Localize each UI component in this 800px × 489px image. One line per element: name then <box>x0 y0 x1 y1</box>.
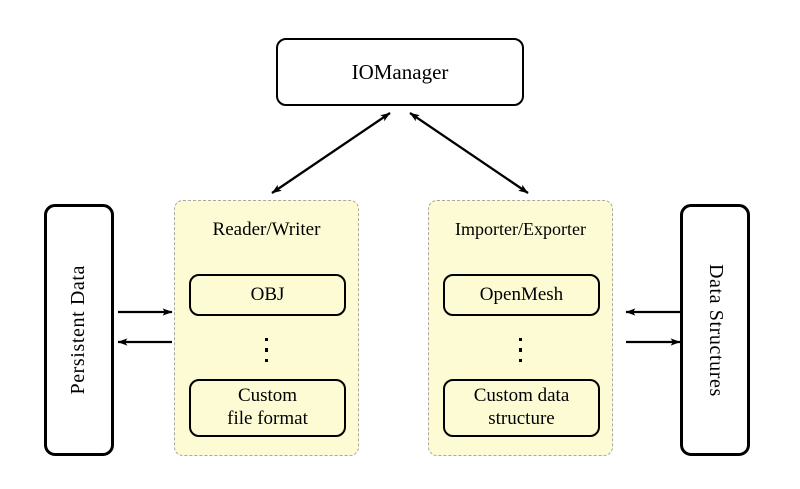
io-manager-node[interactable]: IOManager <box>276 38 524 106</box>
reader-writer-group[interactable]: Reader/Writer OBJ Custom file format <box>174 200 359 456</box>
importer-exporter-group[interactable]: Importer/Exporter OpenMesh Custom data s… <box>428 200 613 456</box>
custom-file-format-label: Custom file format <box>227 385 308 431</box>
custom-file-format-line2: file format <box>227 408 308 429</box>
arrow-manager-importer-exporter <box>409 112 529 194</box>
obj-node[interactable]: OBJ <box>189 274 346 316</box>
data-structures-node[interactable]: Data Structures <box>680 204 750 456</box>
reader-writer-group-title: Reader/Writer <box>212 219 321 240</box>
io-manager-label: IOManager <box>351 59 449 84</box>
data-structures-label: Data Structures <box>704 263 727 397</box>
custom-data-structure-label: Custom data structure <box>474 385 570 431</box>
custom-data-structure-node[interactable]: Custom data structure <box>443 379 600 437</box>
custom-data-structure-line1: Custom data <box>473 385 570 407</box>
reader-writer-ellipsis-icon <box>175 329 358 371</box>
importer-exporter-ellipsis-icon <box>429 329 612 371</box>
persistent-data-node[interactable]: Persistent Data <box>44 204 114 456</box>
importer-exporter-group-title: Importer/Exporter <box>455 219 586 239</box>
custom-data-structure-line2: structure <box>488 408 555 429</box>
custom-file-format-line1: Custom <box>237 385 298 407</box>
custom-file-format-node[interactable]: Custom file format <box>189 379 346 437</box>
openmesh-label: OpenMesh <box>479 283 564 305</box>
openmesh-node[interactable]: OpenMesh <box>443 274 600 316</box>
arrow-manager-reader-writer <box>271 112 391 194</box>
persistent-data-label: Persistent Data <box>67 265 90 395</box>
obj-label: OBJ <box>250 283 285 305</box>
